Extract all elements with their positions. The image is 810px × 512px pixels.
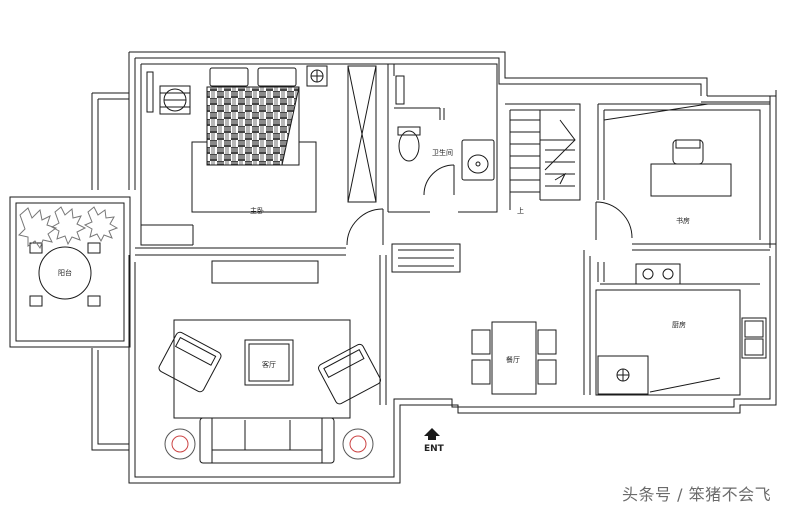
label-master-bedroom: 主卧 (250, 206, 264, 215)
desk (650, 163, 732, 197)
bed-blanket (206, 86, 300, 166)
coffee-table (244, 339, 294, 386)
living-room (158, 255, 387, 464)
chair (87, 295, 101, 307)
balcony-outline (9, 196, 131, 348)
label-balcony: 阳台 (58, 268, 72, 277)
interior-walls (135, 243, 776, 395)
dining-room (471, 321, 557, 395)
tv-cabinet (211, 260, 319, 284)
label-study: 书房 (676, 216, 690, 225)
sofa (199, 417, 335, 464)
label-stairs: 上 (517, 206, 524, 215)
chair (87, 242, 101, 254)
wardrobe (347, 65, 377, 203)
dining-table (491, 321, 537, 395)
label-kitchen: 厨房 (672, 320, 686, 329)
label-bathroom: 卫生间 (432, 148, 453, 157)
master-bedroom (140, 63, 389, 246)
chair (29, 295, 43, 307)
kitchen (595, 262, 767, 396)
stairs (505, 103, 581, 210)
study (595, 103, 770, 240)
round-table (38, 246, 92, 300)
label-entrance: ENT (424, 444, 445, 454)
exterior-walls (91, 51, 777, 484)
bathroom (388, 63, 498, 213)
balcony (9, 196, 131, 348)
label-living-room: 客厅 (262, 360, 276, 369)
desk-chair (672, 139, 704, 165)
entrance-arrow-icon (424, 428, 440, 440)
plant-row (18, 206, 119, 250)
watermark: 头条号 / 笨猪不会飞 (622, 485, 772, 504)
label-dining-room: 餐厅 (506, 355, 520, 364)
